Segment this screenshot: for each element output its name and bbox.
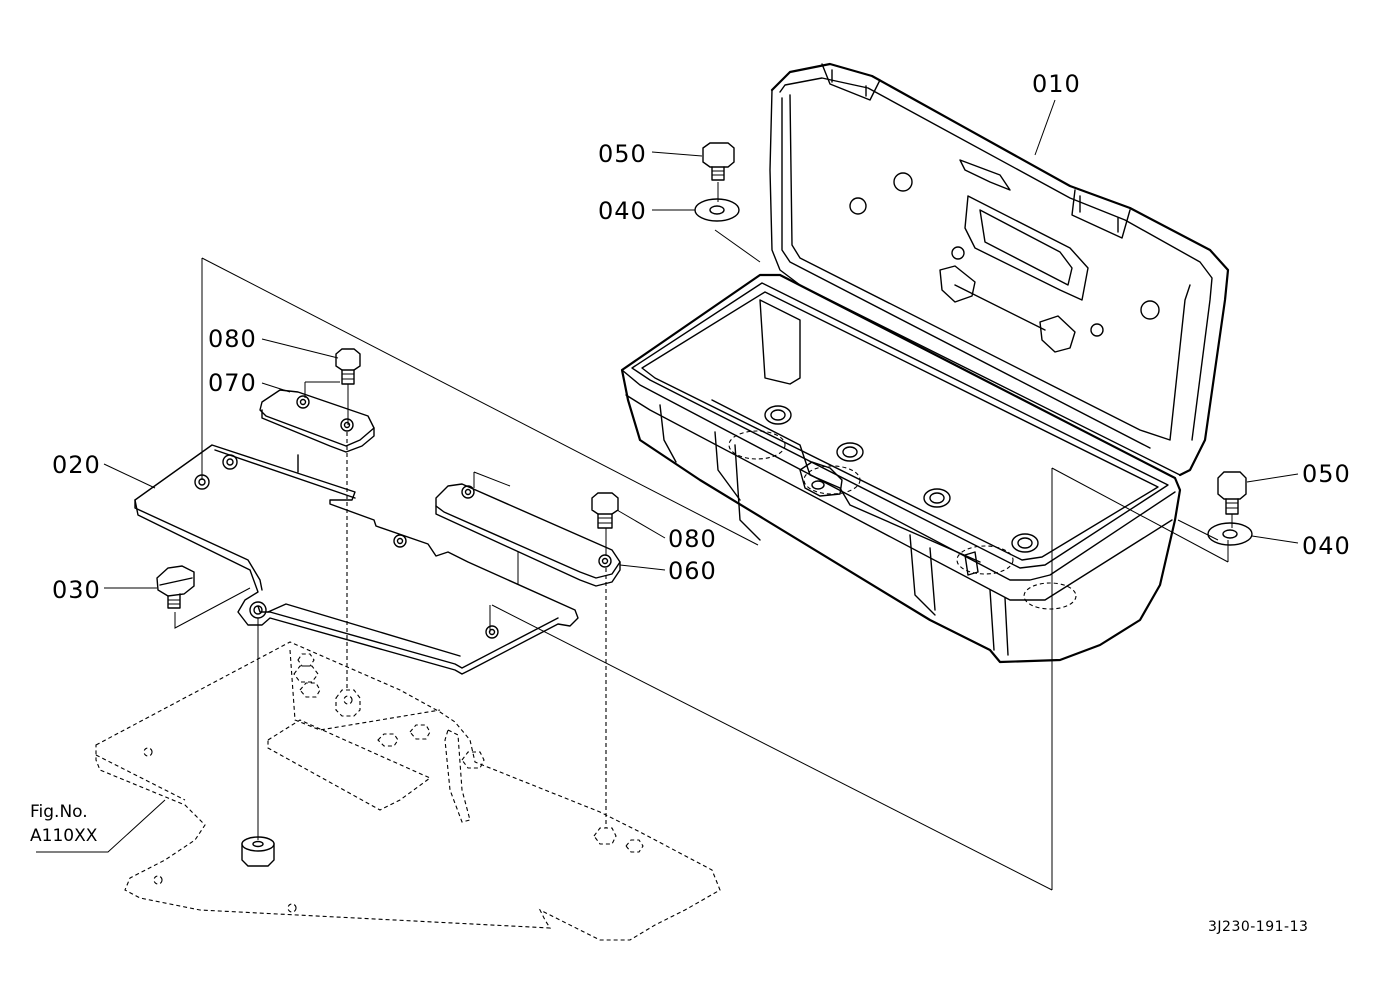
callout-050-right: 050 <box>1302 460 1351 488</box>
callout-070: 070 <box>208 369 257 397</box>
figure-reference-label: Fig.No. A110XX <box>30 802 98 846</box>
figure-reference-line1: Fig.No. <box>30 802 88 822</box>
drawing-number: 3J230-191-13 <box>1208 919 1309 935</box>
strip-070 <box>259 389 375 453</box>
callout-040-right: 040 <box>1302 532 1351 560</box>
bolt-080-mid <box>591 492 619 529</box>
bracket-plate <box>134 444 579 675</box>
bolt-050-top <box>702 142 735 181</box>
spacer-nut <box>241 836 275 867</box>
bolt-050-right <box>1217 471 1247 515</box>
toolbox-lid <box>769 62 1230 477</box>
figure-reference-line2: A110XX <box>30 825 98 846</box>
callout-080-top: 080 <box>208 325 257 353</box>
washer-040-top <box>694 198 740 222</box>
washer-040-right <box>1207 522 1253 546</box>
callout-030: 030 <box>52 576 101 604</box>
toolbox-body <box>620 273 1182 664</box>
assembly-lines <box>174 182 1233 891</box>
frame-reference <box>95 641 721 941</box>
bolt-080-top <box>335 348 361 385</box>
callout-020: 020 <box>52 451 101 479</box>
callout-060: 060 <box>668 557 717 585</box>
knob-030 <box>156 565 195 609</box>
callout-010: 010 <box>1032 70 1081 98</box>
callout-080-mid: 080 <box>668 525 717 553</box>
callout-leaders <box>36 99 1299 853</box>
callout-050-top: 050 <box>598 140 647 168</box>
callout-040-top: 040 <box>598 197 647 225</box>
strip-060 <box>435 483 621 587</box>
